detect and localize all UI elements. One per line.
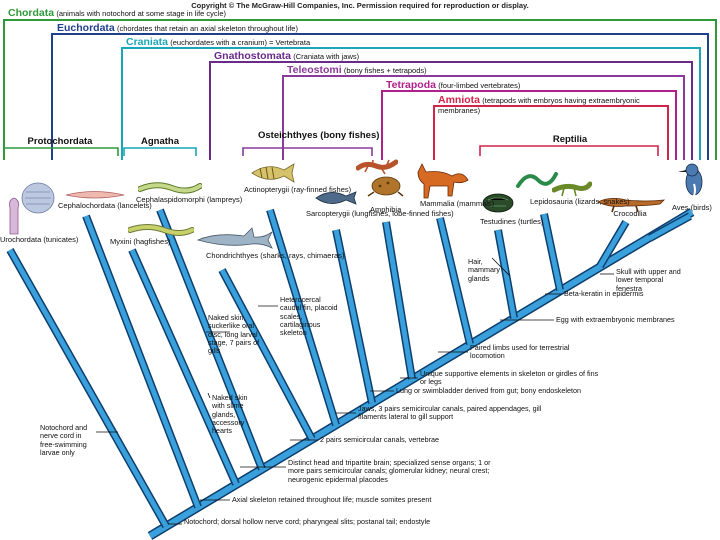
trait-shark: Heterocercal caudal fin, placoid scales,… — [280, 296, 342, 337]
amniota-header: Amniota (tetrapods with embryos having e… — [438, 96, 656, 115]
perch-icon — [250, 160, 296, 186]
amphibia-label: Amphibia — [370, 206, 400, 215]
mammalia-label: Mammalia (mammals) — [420, 200, 470, 209]
osteichthyes-label: Osteichthyes (bony fishes) — [258, 130, 354, 141]
chordata-desc: (animals with notochord at some stage in… — [56, 9, 226, 18]
salp-icon — [18, 178, 58, 218]
branch-line — [386, 222, 412, 379]
trait-notochord-larvae: Notochord and nerve cord in free-swimmin… — [40, 424, 98, 457]
trait-paired-limbs: Paired limbs used for terrestrial locomo… — [470, 344, 600, 361]
reptilia-bracket — [480, 146, 658, 156]
agnatha-bracket — [124, 148, 196, 156]
trait-hair: Hair, mammary glands — [468, 258, 514, 283]
protochordata-bracket — [4, 148, 118, 156]
teleostomi-desc: (bony fishes + tetrapods) — [344, 66, 427, 75]
gnathostomata-desc: (Craniata with jaws) — [293, 52, 359, 61]
tetrapoda-name: Tetrapoda — [386, 79, 436, 91]
fox-icon — [412, 162, 470, 202]
trait-head: Distinct head and tripartite brain; spec… — [288, 459, 508, 484]
trait-notochord: Notochord; dorsal hollow nerve cord; pha… — [184, 518, 514, 526]
chondrichthyes-label: Chondrichthyes (sharks, rays, chimaeras) — [206, 252, 278, 261]
sarcopterygii-label: Sarcopterygii (lungfishes, lobe-finned f… — [306, 210, 370, 219]
actinopterygii-label: Actinopterygii (ray-finned fishes) — [244, 186, 316, 195]
chordata-name: Chordata — [8, 7, 54, 19]
trait-lamprey: Naked skin, suckerlike oral disc, long l… — [208, 314, 270, 355]
trait-egg: Egg with extraembryonic membranes — [556, 316, 675, 324]
frog-icon — [366, 172, 404, 198]
euchordata-desc: (chordates that retain an axial skeleton… — [117, 24, 298, 33]
trait-hagfish: Naked skin with slime glands, accessory … — [212, 394, 262, 435]
osteichthyes-bracket — [243, 148, 372, 156]
lancelet-icon — [64, 188, 126, 202]
branch-line — [544, 214, 560, 290]
tetrapoda-header: Tetrapoda (four-limbed vertebrates) — [386, 81, 520, 91]
lamprey-icon — [138, 180, 202, 196]
urochordata-label: Urochordata (tunicates) — [0, 236, 44, 245]
shark-icon — [196, 226, 274, 252]
cephalochordata-label: Cephalochordata (lancelets) — [58, 202, 124, 211]
trait-lung: Lung or swimbladder derived from gut; bo… — [396, 387, 581, 395]
myxini-label: Myxini (hagfishes) — [110, 238, 150, 247]
gnathostomata-header: Gnathostomata (Craniata with jaws) — [214, 52, 359, 62]
protochordata-label: Protochordata — [10, 136, 110, 147]
craniata-header: Craniata (euchordates with a cranium) = … — [126, 38, 310, 48]
branch-line — [440, 218, 470, 344]
trait-canals: 2 pairs semicircular canals, vertebrae — [320, 436, 439, 444]
branch-line — [10, 250, 166, 526]
testudines-label: Testudines (turtles) — [480, 218, 526, 227]
trait-unique-support: Unique supportive elements in skeleton o… — [420, 370, 600, 387]
trait-axial-skeleton: Axial skeleton retained throughout life;… — [232, 496, 431, 504]
crocodilia-label: Crocodilia — [610, 210, 650, 219]
craniata-name: Craniata — [126, 36, 168, 48]
tetrapoda-desc: (four-limbed vertebrates) — [438, 81, 520, 90]
euchordata-name: Euchordata — [57, 22, 115, 34]
branch-line — [650, 216, 690, 238]
craniata-desc: (euchordates with a cranium) = Vertebrat… — [170, 38, 310, 47]
cephalaspidomorphi-label: Cephalaspidomorphi (lampreys) — [136, 196, 216, 205]
amniota-name: Amniota — [438, 94, 480, 106]
agnatha-label: Agnatha — [130, 136, 190, 147]
lepidosauria-label: Lepidosauria (lizards, snakes) — [530, 198, 594, 207]
reptilia-label: Reptilia — [520, 134, 620, 145]
kingfisher-icon — [678, 160, 708, 202]
teleostomi-header: Teleostomi (bony fishes + tetrapods) — [287, 66, 427, 76]
euchordata-header: Euchordata (chordates that retain an axi… — [57, 24, 298, 34]
aves-label: Aves (birds) — [672, 204, 706, 213]
chordata-header: Chordata (animals with notochord at some… — [8, 9, 226, 19]
teleostomi-name: Teleostomi — [287, 64, 342, 76]
hagfish-icon — [128, 222, 194, 238]
trait-jaws: Jaws, 3 pairs semicircular canals, paire… — [358, 405, 568, 422]
gnathostomata-name: Gnathostomata — [214, 50, 291, 62]
trait-skull: Skull with upper and lower temporal fene… — [616, 268, 690, 293]
